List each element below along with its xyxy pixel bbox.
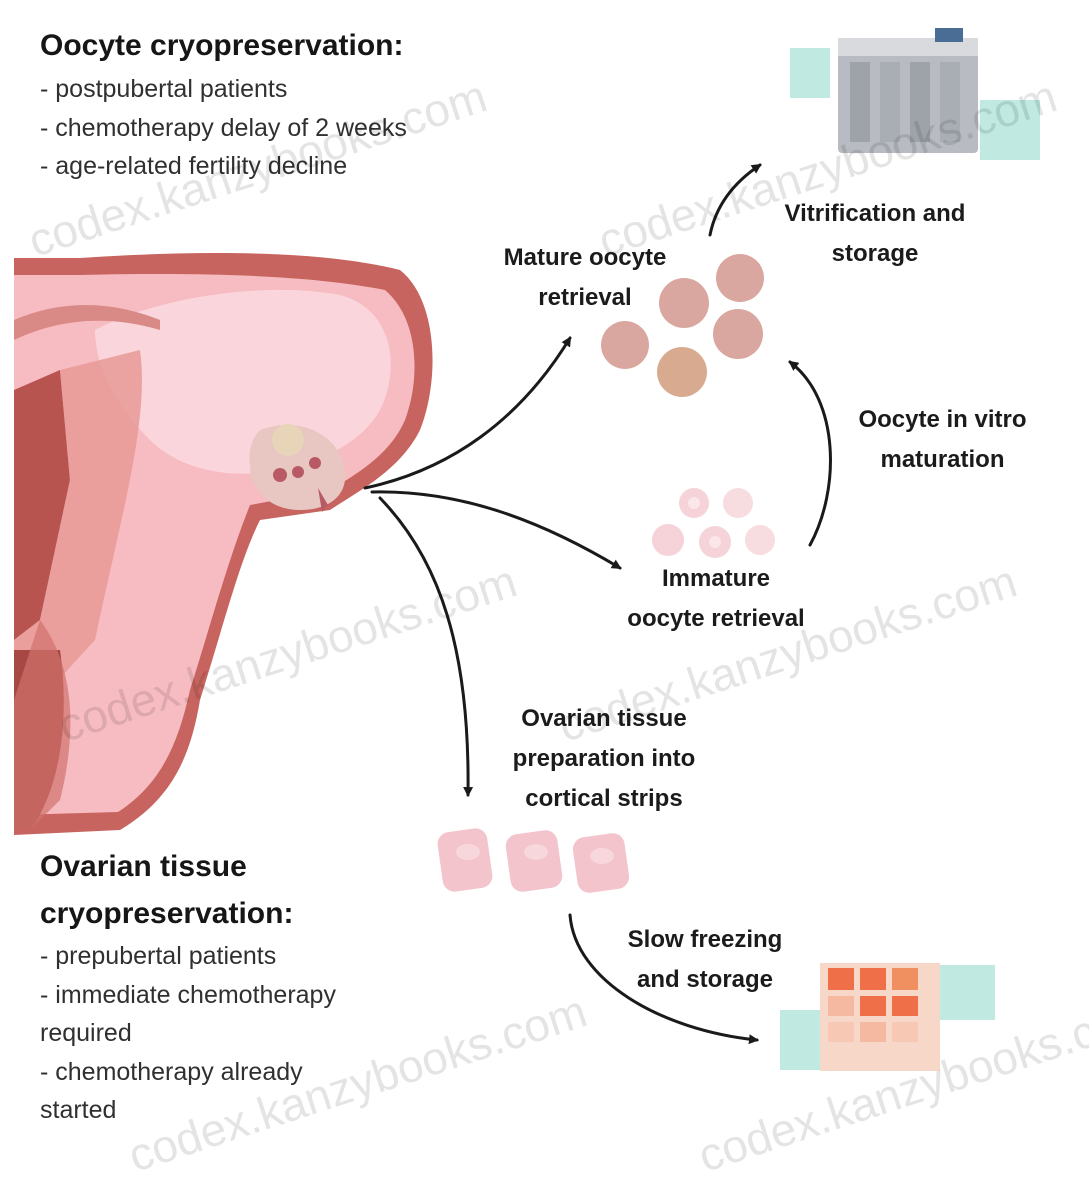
tissue-cryopreservation-title-line2: cryopreservation:: [40, 891, 293, 937]
list-item: - prepubertal patients: [40, 937, 336, 976]
label-line: preparation into: [484, 739, 724, 779]
label-line: Immature: [596, 559, 836, 599]
slow-freezing-label: Slow freezing and storage: [595, 920, 815, 1000]
label-line: Oocyte in vitro: [830, 400, 1055, 440]
list-item: required: [40, 1014, 336, 1053]
label-line: cortical strips: [484, 779, 724, 819]
immature-oocytes: [652, 488, 775, 558]
label-line: maturation: [830, 440, 1055, 480]
list-item: - immediate chemotherapy: [40, 976, 336, 1015]
oocyte-cryopreservation-title: Oocyte cryopreservation:: [40, 23, 403, 69]
list-item: - postpubertal patients: [40, 70, 407, 109]
label-line: Slow freezing: [595, 920, 815, 960]
tissue-cryopreservation-title-line1: Ovarian tissue: [40, 844, 247, 890]
label-line: and storage: [595, 960, 815, 1000]
mature-oocyte-retrieval-label: Mature oocyte retrieval: [470, 238, 700, 318]
label-line: storage: [755, 234, 995, 274]
arrow-ivm-to-mature: [790, 362, 830, 545]
label-line: retrieval: [470, 278, 700, 318]
cortical-strips: [436, 827, 631, 895]
in-vitro-maturation-label: Oocyte in vitro maturation: [830, 400, 1055, 480]
